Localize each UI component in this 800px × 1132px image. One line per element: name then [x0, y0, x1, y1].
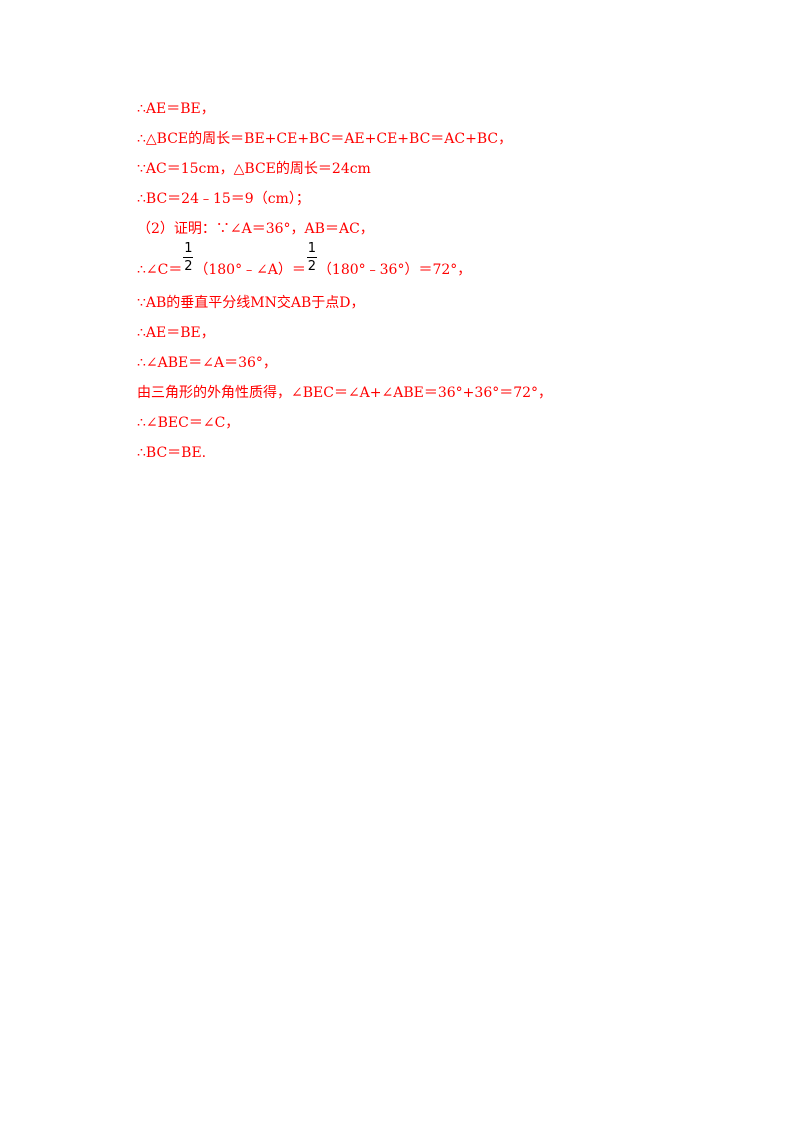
solution-line-5: （2）证明：∵∠A＝36°，AB＝AC，: [137, 221, 374, 237]
fraction-numerator: 1: [307, 241, 317, 256]
line-6-text-part1: ∴∠C＝: [137, 262, 183, 278]
fraction-denominator: 2: [184, 259, 193, 274]
solution-line-2: ∴△BCE的周长＝BE+CE+BC＝AE+CE+BC＝AC+BC，: [137, 131, 513, 147]
solution-line-1: ∴AE＝BE，: [137, 101, 215, 117]
line-6-text-part2: （180°﹣∠A）＝: [194, 262, 306, 278]
fraction-bar: [183, 257, 194, 258]
line-6-text-part3: （180°﹣36°）＝72°，: [317, 262, 472, 278]
solution-line-7: ∵AB的垂直平分线MN交AB于点D，: [137, 295, 365, 311]
solution-line-4: ∴BC＝24﹣15＝9（cm）；: [137, 191, 310, 207]
solution-line-11: ∴∠BEC＝∠C，: [137, 415, 240, 431]
fraction-denominator: 2: [307, 259, 317, 274]
fraction-numerator: 1: [184, 241, 193, 256]
fraction-bar: [306, 257, 317, 258]
solution-text: ∴AE＝BE， ∴△BCE的周长＝BE+CE+BC＝AE+CE+BC＝AC+BC…: [137, 94, 657, 468]
solution-line-10: 由三角形的外角性质得，∠BEC＝∠A+∠ABE＝36°+36°＝72°，: [137, 385, 553, 401]
solution-line-3: ∵AC＝15cm，△BCE的周长＝24cm: [137, 161, 371, 177]
solution-line-9: ∴∠ABE＝∠A＝36°，: [137, 355, 277, 371]
solution-line-12: ∴BC＝BE.: [137, 445, 207, 461]
solution-line-8: ∴AE＝BE，: [137, 325, 215, 341]
